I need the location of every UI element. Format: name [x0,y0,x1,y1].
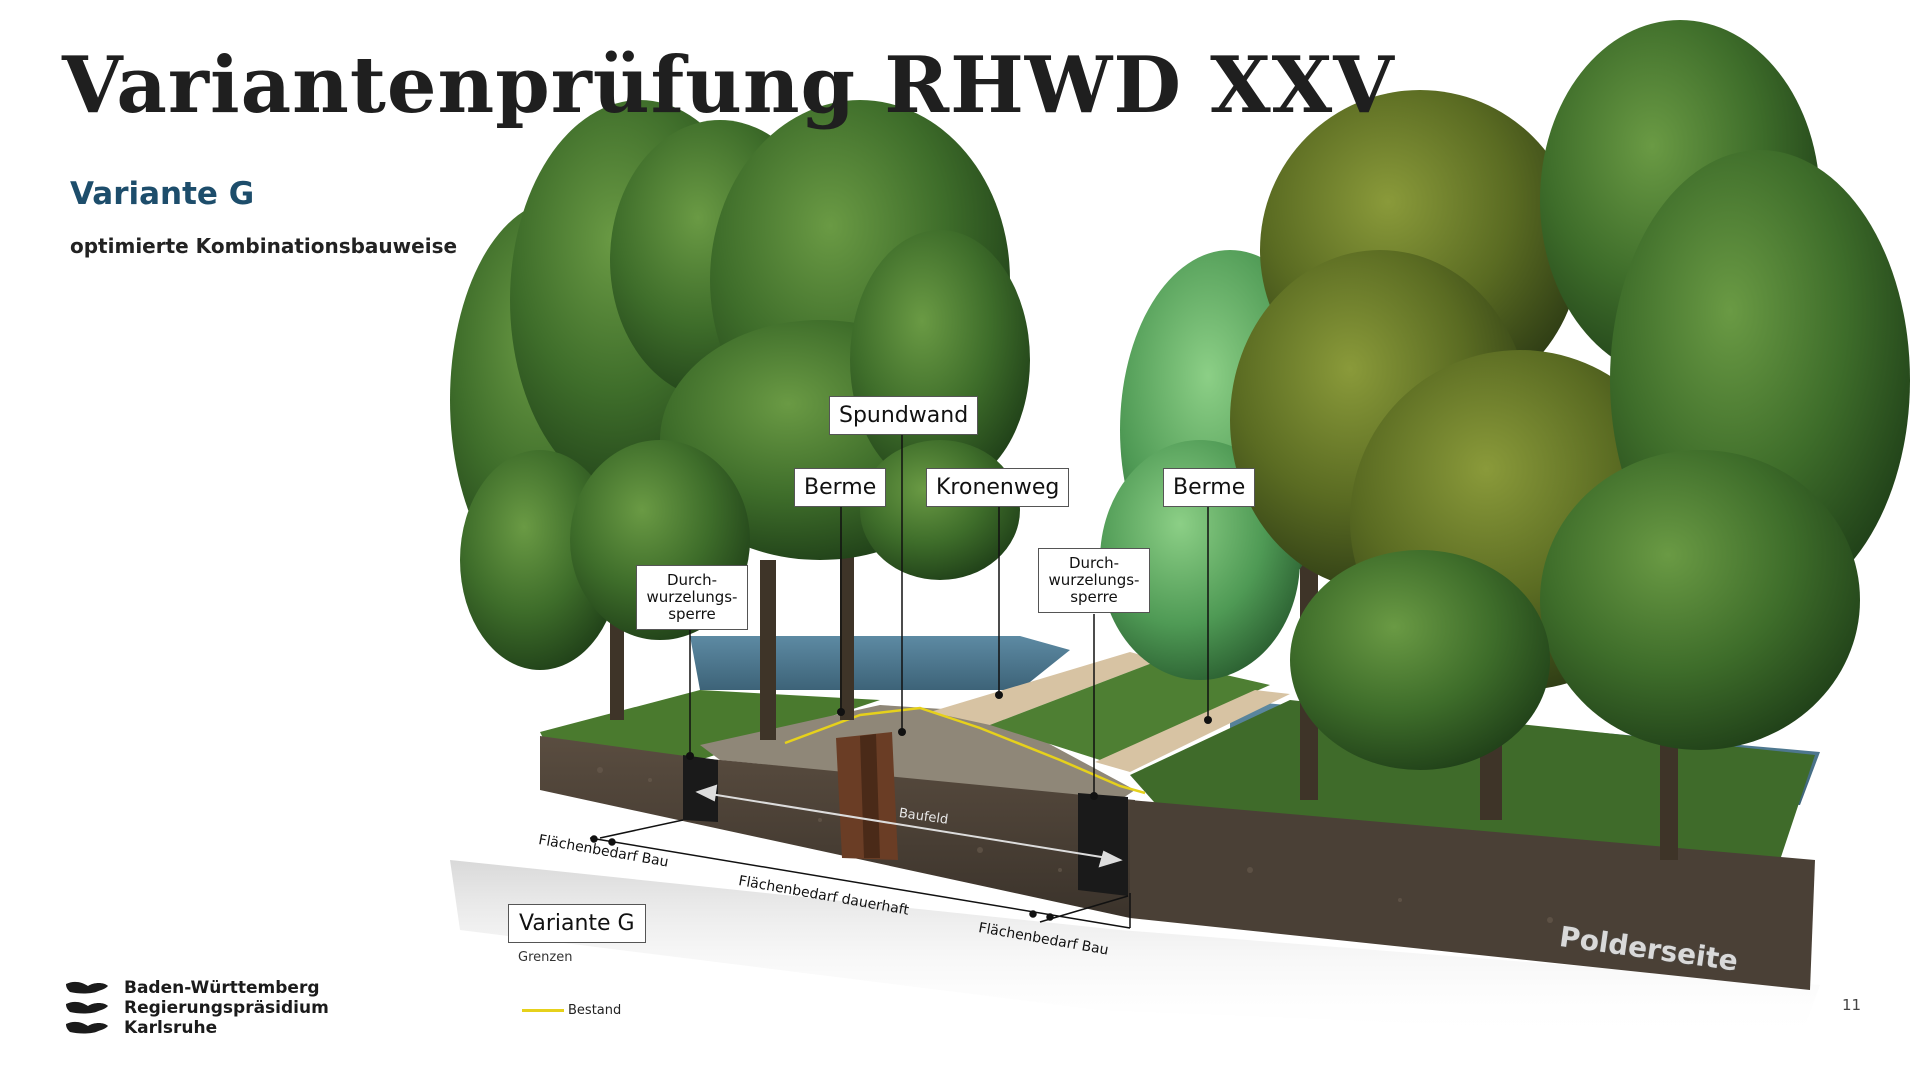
logo-line-3: Karlsruhe [124,1018,218,1038]
grass-middle [990,660,1270,760]
page-number: 11 [1842,996,1862,1014]
logo-line-2: Regierungspräsidium [124,998,329,1018]
coat-of-arms-lions-icon [66,981,108,1034]
page-title: Variantenprüfung RHWD XXV [62,40,1395,131]
leader-lines [689,432,1209,796]
variant-description: optimierte Kombinationsbauweise [70,234,458,258]
root-barrier-right [1078,793,1128,896]
variant-subtitle: Variante G [70,176,255,212]
path-right [1095,690,1290,772]
organization-logo: Baden-Württemberg Regierungspräsidium Ka… [64,978,329,1040]
label-berme-right: Berme [1163,468,1256,507]
label-root-barrier-right: Durch- wurzelungs- sperre [1038,548,1150,613]
trees-right [1100,20,1910,860]
sheet-pile-shade [860,734,880,858]
label-kronenweg: Kronenweg [926,468,1070,507]
label-berme-left: Berme [794,468,887,507]
dike-embankment [700,705,1135,800]
grass-left [540,690,880,760]
variant-legend-box: Variante G [508,904,646,943]
soil-texture [597,767,1702,952]
logo-text: Baden-Württemberg Regierungspräsidium Ka… [124,978,329,1038]
label-spundwand: Spundwand [829,396,979,435]
bestand-label: Bestand [568,1003,622,1018]
baufeld-arrow [695,784,1123,868]
bestand-line [784,706,1146,795]
crown-path [930,652,1160,725]
water-left [690,636,1070,690]
soil-right [1130,800,1815,990]
leader-dots [686,691,1212,800]
legend-bestand: Bestand [522,1003,621,1018]
label-root-barrier-left: Durch- wurzelungs- sperre [636,565,748,630]
grenzen-label: Grenzen [518,950,573,965]
dimension-lines [589,819,1131,929]
ground-shadow [450,860,1820,1040]
logo-line-1: Baden-Württemberg [124,978,320,998]
root-barrier-left [683,755,718,822]
bestand-line-swatch [522,1009,564,1012]
trees-left [450,100,1030,740]
